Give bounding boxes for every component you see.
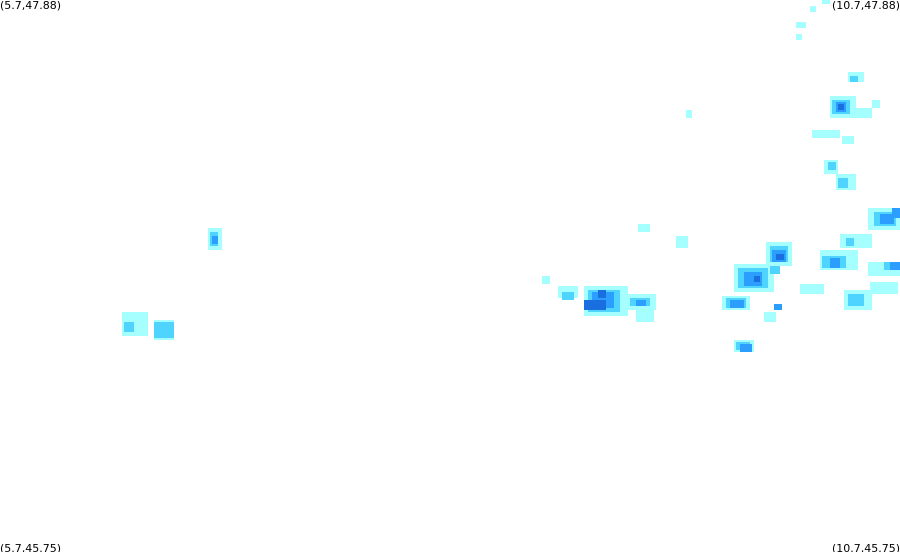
corner-label-top-left: (5.7,47.88) <box>0 0 62 12</box>
corner-label-bottom-left: (5.7,45.75) <box>0 542 62 552</box>
corner-label-bottom-right: (10.7,45.75) <box>831 542 900 552</box>
precip-heavy-cells <box>584 104 844 310</box>
precip-medium-cells <box>124 76 900 350</box>
corner-label-top-right: (10.7,47.88) <box>831 0 900 12</box>
precip-strong-cells <box>212 102 900 352</box>
precip-light-cells <box>122 0 900 352</box>
